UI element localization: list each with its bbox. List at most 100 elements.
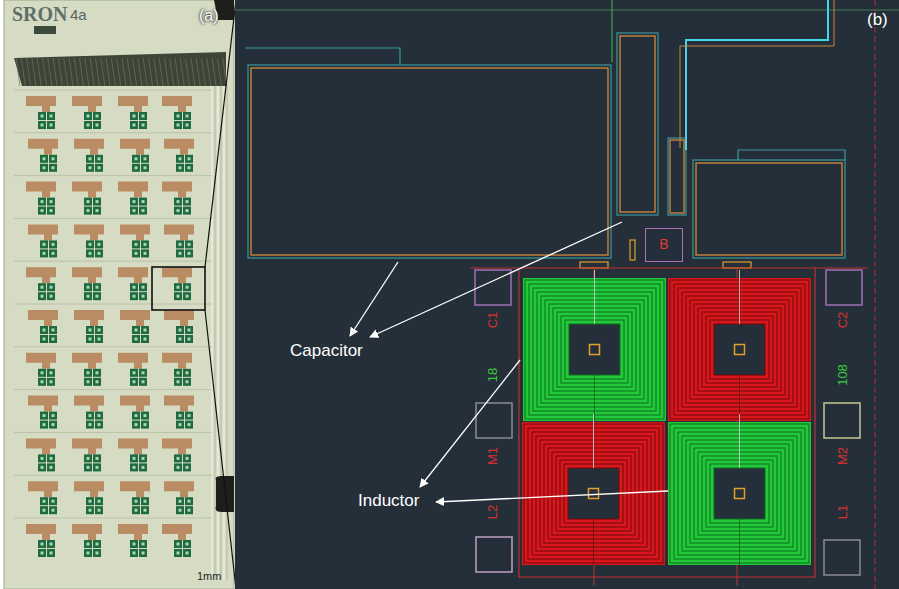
feed-line — [212, 58, 216, 86]
inductor-square — [84, 549, 92, 557]
layout-panel — [235, 0, 899, 589]
row-line — [14, 432, 212, 433]
feed-line — [80, 58, 84, 86]
inductor-core — [133, 124, 136, 127]
inductor-square — [84, 121, 92, 129]
inductor-core — [96, 115, 99, 118]
inductor-square — [86, 335, 94, 343]
inductor-core — [188, 338, 191, 341]
contact-box: B — [645, 228, 683, 262]
inductor-core — [98, 252, 101, 255]
inductor-core — [98, 243, 101, 246]
inductor-square — [38, 207, 46, 215]
capacitor-pad — [162, 182, 192, 198]
layout-wire — [235, 10, 899, 11]
inductor-core — [177, 124, 180, 127]
inductor-core — [50, 286, 53, 289]
row-line — [14, 261, 212, 262]
inductor-square — [141, 506, 149, 514]
pad-name: C1 — [486, 312, 500, 329]
inductor-core — [188, 166, 191, 169]
capacitor-pad — [162, 438, 192, 454]
inductor-square — [174, 378, 182, 386]
inductor-core — [41, 457, 44, 460]
inductor-core — [87, 380, 90, 383]
inductor-lead — [739, 270, 740, 324]
inductor-core — [96, 124, 99, 127]
inductor-square — [47, 283, 55, 291]
inductor-core — [144, 509, 147, 512]
leader-arrow — [436, 491, 668, 502]
capacitor-pad — [26, 182, 56, 198]
inductor-square — [132, 497, 140, 505]
inductor-square — [176, 249, 184, 257]
inductor-core — [87, 552, 90, 555]
layout-ground — [235, 0, 899, 589]
row-line — [14, 346, 212, 347]
inductor-core — [177, 466, 180, 469]
inductor-core — [43, 509, 46, 512]
feed-line — [196, 58, 200, 86]
row-line — [14, 475, 212, 476]
inductor-square — [95, 326, 103, 334]
inductor-square — [49, 249, 57, 257]
feed-line — [202, 58, 206, 86]
inductor-square — [84, 369, 92, 377]
feed-line — [96, 58, 100, 86]
part-name: Inductor — [358, 492, 419, 511]
inductor-turn — [706, 460, 773, 527]
inductor-core — [96, 286, 99, 289]
feed-line — [175, 58, 179, 86]
inductor-square — [38, 121, 46, 129]
capacitor-pad — [72, 96, 102, 112]
feed-line — [164, 58, 168, 86]
feed-line — [138, 58, 142, 86]
inductor-square — [47, 121, 55, 129]
leader-arrow — [350, 262, 398, 336]
inductor-square — [40, 249, 48, 257]
inductor-square — [174, 369, 182, 377]
inductor-core — [177, 543, 180, 546]
inductor-core — [43, 157, 46, 160]
capacitor-pad — [74, 224, 104, 240]
inductor-core — [144, 414, 147, 417]
inductor-square — [174, 121, 182, 129]
chip-notch — [216, 476, 234, 512]
inductor-turn — [565, 320, 624, 379]
capacitor-pad — [164, 396, 194, 412]
inductor-square — [141, 412, 149, 420]
capacitor-pad — [118, 524, 148, 540]
capacitor-outline — [620, 36, 655, 212]
inductor-core — [96, 380, 99, 383]
inductor-square — [139, 454, 147, 462]
inductor-core — [41, 286, 44, 289]
capacitor-pad — [26, 438, 56, 454]
feed-line — [159, 58, 163, 86]
capacitor-pad — [26, 96, 56, 112]
inductor-core — [98, 338, 101, 341]
inductor-core — [188, 509, 191, 512]
inductor-square — [86, 240, 94, 248]
inductor-square — [183, 292, 191, 300]
inductor-square — [174, 283, 182, 291]
inductor-core — [41, 371, 44, 374]
inductor-square — [176, 335, 184, 343]
inductor-core — [87, 371, 90, 374]
inductor-core — [179, 338, 182, 341]
via — [735, 345, 745, 355]
inductor-square — [47, 549, 55, 557]
inductor-square — [139, 369, 147, 377]
inductor-turn — [710, 320, 769, 379]
inductor-core — [177, 295, 180, 298]
feed-line — [101, 58, 105, 86]
boundary-line — [875, 0, 876, 589]
inductor-square — [141, 326, 149, 334]
inductor-core — [50, 466, 53, 469]
feed-line — [32, 58, 36, 86]
inductor-square — [95, 240, 103, 248]
inductor-core — [186, 295, 189, 298]
inductor-spiral — [668, 414, 811, 565]
inductor-core — [87, 209, 90, 212]
inductor-core — [144, 243, 147, 246]
